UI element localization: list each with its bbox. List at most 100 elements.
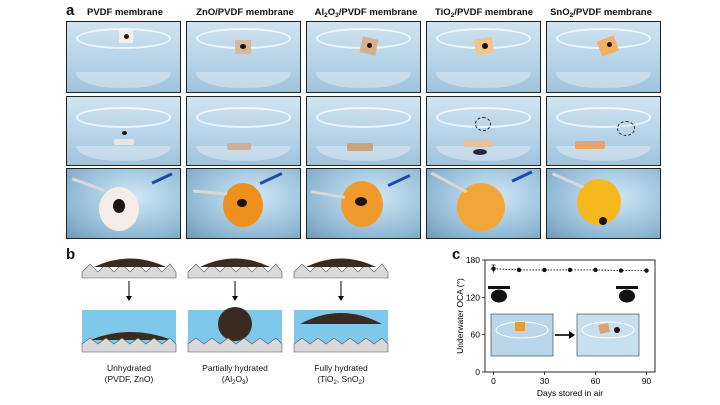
- surface-texture: [293, 337, 389, 353]
- photo-al2o3-dish-top: [306, 21, 421, 93]
- column-title-text: /PVDF membrane: [338, 7, 418, 18]
- membrane-sample: [114, 139, 134, 145]
- dish-base: [316, 72, 411, 88]
- column-title-zno: ZnO/PVDF membrane: [185, 7, 305, 18]
- schematic-unhydrated: [81, 258, 177, 353]
- dish-base: [196, 72, 291, 88]
- surface-texture: [81, 263, 177, 279]
- oil-droplet: [122, 131, 127, 135]
- label-text: ): [245, 374, 249, 384]
- tweezers: [430, 171, 468, 194]
- membrane-sample: [347, 143, 373, 151]
- dish-rim: [316, 107, 411, 128]
- label-line: (TiO2, SnO2): [286, 374, 396, 389]
- x-axis-label: Days stored in air: [537, 388, 603, 398]
- photo-zno-dish-bottom: [186, 96, 301, 166]
- x-tick-label: 90: [642, 376, 652, 386]
- column-title-pvdf: PVDF membrane: [65, 7, 185, 18]
- panel-b-letter: b: [66, 246, 76, 263]
- column-title-tio2: TiO2/PVDF membrane: [424, 7, 544, 19]
- column-title-text: ZnO/PVDF membrane: [196, 7, 294, 18]
- label-unhydrated: Unhydrated (PVDF, ZnO): [74, 363, 184, 385]
- column-title-subscript: 2: [450, 12, 455, 19]
- surface-texture: [187, 263, 283, 279]
- droplet-icon-left: [491, 289, 507, 303]
- surface-bar-icon: [616, 286, 638, 289]
- column-title-subscript: 2: [569, 12, 574, 19]
- tweezers: [71, 177, 105, 192]
- oil-droplet: [473, 149, 487, 155]
- oil-droplet-spread: [90, 332, 172, 340]
- photo-sno2-dish-top: [546, 21, 661, 93]
- photo-tio2-dish-bottom: [426, 96, 541, 166]
- label-line: Unhydrated: [107, 363, 151, 373]
- label-fully-hydrated: Fully hydrated (TiO2, SnO2): [286, 363, 396, 389]
- schematic-partially-hydrated: [187, 258, 283, 353]
- arrow-head: [338, 296, 344, 301]
- y-tick-label: 60: [471, 330, 481, 340]
- dish-rim: [556, 107, 651, 128]
- dish-base: [316, 145, 411, 161]
- photo-pvdf-dish-top: [66, 21, 181, 93]
- label-text: (Al: [221, 374, 233, 384]
- oil-droplet: [599, 217, 607, 225]
- surface-bar-icon: [488, 286, 510, 289]
- label-subscript: 2: [358, 380, 362, 386]
- pipette: [151, 172, 173, 185]
- y-tick-label: 120: [466, 292, 480, 302]
- pipette: [511, 170, 533, 183]
- oil-droplet: [607, 42, 612, 47]
- membrane-sample: [515, 322, 525, 331]
- panel-c-letter: c: [452, 246, 461, 263]
- photo-tio2-dish-top: [426, 21, 541, 93]
- photo-pvdf-dish-bottom: [66, 96, 181, 166]
- surface-texture: [293, 263, 389, 279]
- column-title-text: O: [327, 7, 336, 18]
- data-point: [491, 266, 496, 271]
- column-title-text: Al: [314, 7, 325, 18]
- panel-b-schematic: [81, 258, 389, 353]
- column-title-text: SnO: [550, 7, 570, 18]
- membrane-sample: [227, 143, 251, 150]
- label-text: ): [361, 374, 365, 384]
- data-point: [567, 267, 573, 273]
- photo-sno2-dish-bottom: [546, 96, 661, 166]
- oil-layer: [94, 258, 166, 267]
- dish-base: [556, 72, 651, 88]
- photo-pvdf-closeup: [66, 168, 181, 239]
- column-title-al2o3: Al2O3/PVDF membrane: [306, 7, 426, 19]
- surface-texture: [81, 337, 177, 353]
- tweezers: [551, 172, 585, 189]
- inset-photo-after: [576, 313, 640, 357]
- x-tick-label: 30: [540, 376, 550, 386]
- oil-layer-lifted: [300, 313, 382, 324]
- oil-layer: [200, 258, 270, 267]
- oil-droplet: [355, 197, 367, 206]
- label-line: (Al2O3): [180, 374, 290, 389]
- membrane-sample: [598, 323, 610, 334]
- photo-al2o3-closeup: [306, 168, 421, 239]
- oil-droplet: [124, 34, 129, 39]
- inset-photo-before: [490, 313, 554, 357]
- column-title-text: TiO: [435, 7, 451, 18]
- membrane-sample: [577, 179, 621, 225]
- pipette: [259, 172, 283, 185]
- droplet-icon-right: [619, 289, 635, 303]
- dish-base: [76, 145, 171, 161]
- column-title-subscript: 2: [324, 12, 328, 19]
- pipette: [387, 174, 411, 187]
- oil-droplet: [113, 199, 125, 213]
- label-line: Fully hydrated: [314, 363, 368, 373]
- photo-tio2-closeup: [426, 168, 541, 239]
- label-line: (PVDF, ZnO): [104, 374, 154, 384]
- tweezers: [192, 189, 228, 196]
- chart-inset-photos: [488, 286, 640, 357]
- photo-al2o3-dish-bottom: [306, 96, 421, 166]
- oil-droplet-sphere: [218, 307, 252, 341]
- dish-rim: [196, 107, 291, 128]
- membrane-sample: [575, 141, 605, 149]
- photo-zno-closeup: [186, 168, 301, 239]
- dish-base: [556, 145, 651, 161]
- arrow-head: [126, 296, 132, 301]
